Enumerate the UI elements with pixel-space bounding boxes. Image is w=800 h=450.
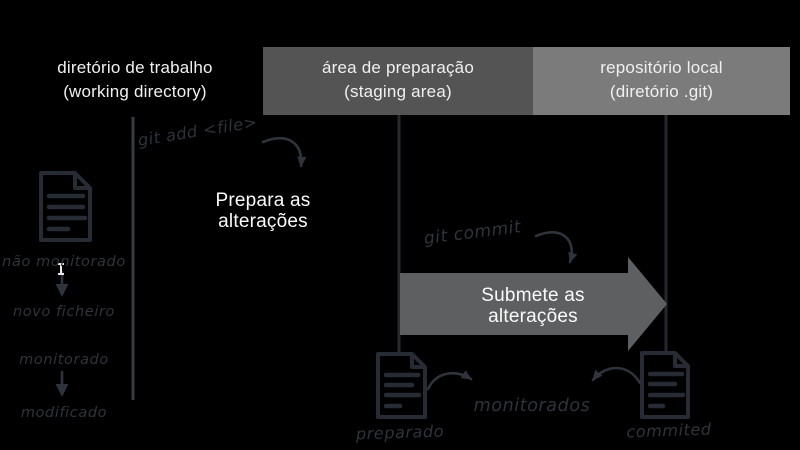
- column-title-line2: (staging area): [344, 82, 452, 101]
- committed-to-tracked-curved-arrow-icon: [591, 366, 642, 385]
- submit-changes-caption: Submete as alterações: [458, 285, 608, 327]
- state-label-tracked: monitorado: [19, 352, 109, 368]
- ibeam-cursor-icon: [58, 263, 64, 275]
- column-title-line2: (diretório .git): [609, 82, 714, 101]
- prepare-changes-caption: Prepara as alterações: [192, 190, 334, 232]
- file-icon-committed: [640, 351, 690, 419]
- file-icon-staged: [376, 352, 427, 419]
- column-title-line1: diretório de trabalho: [57, 58, 213, 77]
- column-header-staging-area: área de preparação (staging area): [263, 47, 533, 115]
- caption-line2: alterações: [488, 306, 578, 327]
- state-label-untracked: não monitorado: [2, 254, 126, 270]
- state-label-modified: modificado: [20, 405, 108, 421]
- file-icon-working: [39, 171, 92, 242]
- column-title-line2: (working directory): [63, 82, 207, 101]
- caption-line1: Submete as: [481, 285, 585, 306]
- state-label-new-file: novo ficheiro: [12, 304, 115, 320]
- state-label-tracked-plural: monitorados: [473, 396, 591, 416]
- column-header-working-directory: diretório de trabalho (working directory…: [35, 56, 235, 104]
- git-commit-curved-arrow-icon: [534, 231, 578, 264]
- git-add-curved-arrow-icon: [261, 137, 307, 168]
- staged-to-tracked-curved-arrow-icon: [426, 370, 473, 391]
- column-header-local-repository: repositório local (diretório .git): [533, 47, 790, 115]
- caption-line1: Prepara as: [215, 190, 311, 211]
- submit-changes-arrow: [400, 257, 667, 351]
- column-title-line1: repositório local: [600, 58, 723, 77]
- column-title-line1: área de preparação: [322, 58, 474, 77]
- caption-line2: alterações: [218, 211, 308, 232]
